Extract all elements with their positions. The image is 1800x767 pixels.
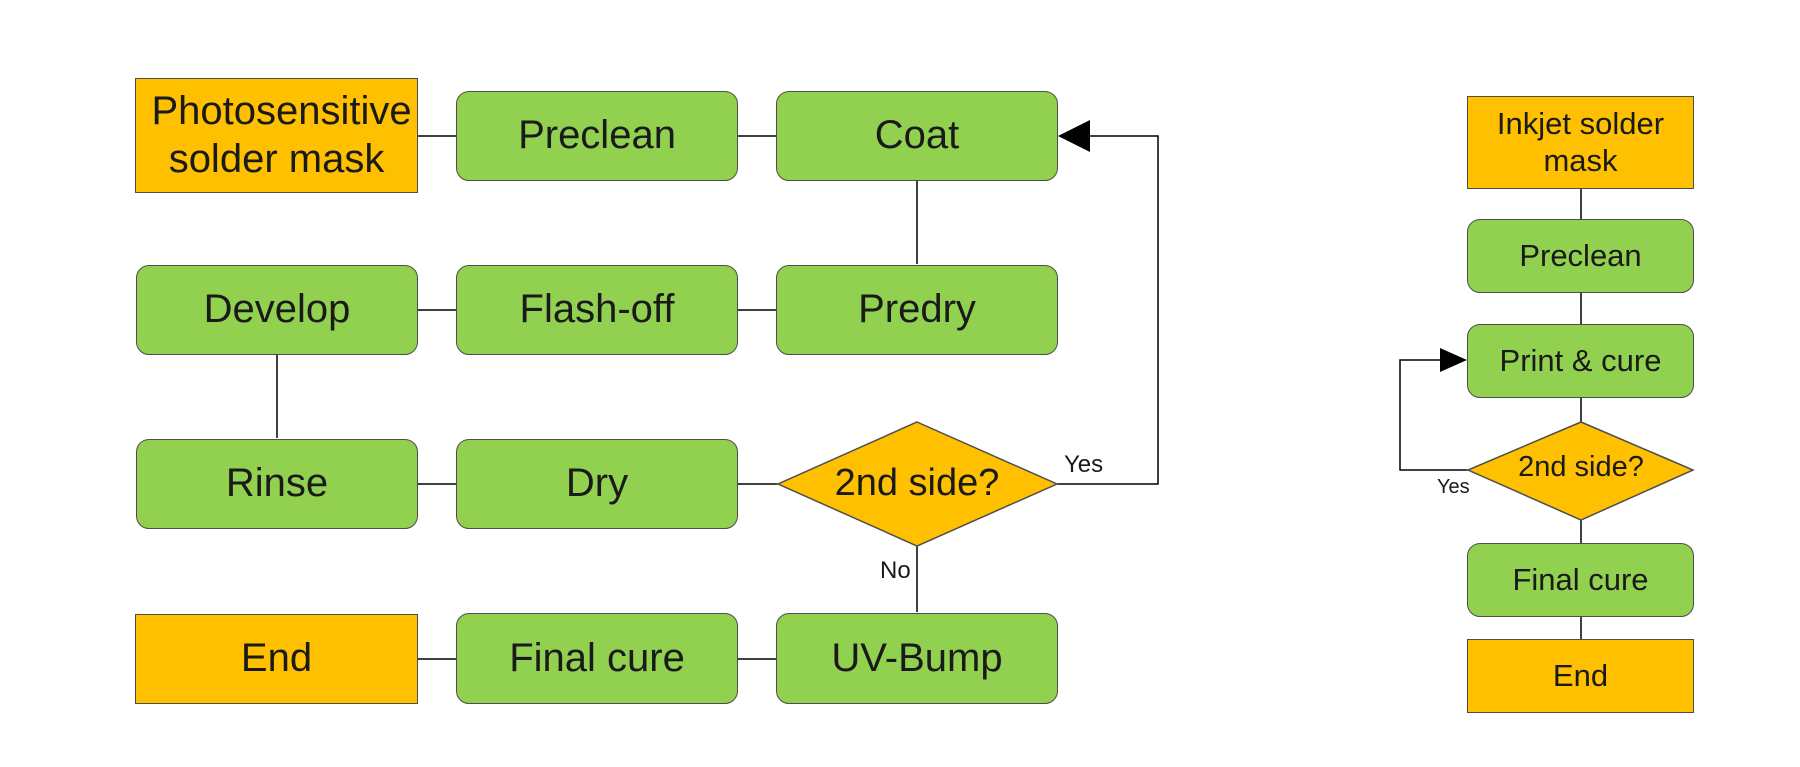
step-predry: Predry xyxy=(776,265,1058,355)
arrowhead-print xyxy=(1440,348,1467,372)
connector2-yes-loop xyxy=(1399,359,1468,471)
step-flash-off-label: Flash-off xyxy=(519,287,675,332)
decision-2nd-side-label: 2nd side? xyxy=(834,462,1000,504)
step-preclean: Preclean xyxy=(456,91,738,181)
step-uv-bump: UV-Bump xyxy=(776,613,1058,704)
step-coat-label: Coat xyxy=(874,113,960,158)
step-develop: Develop xyxy=(136,265,418,355)
start-photosensitive-label: Photosensitive solder mask xyxy=(151,89,412,181)
decision-diamond-shape-2 xyxy=(1466,421,1695,521)
step-rinse: Rinse xyxy=(136,439,418,529)
step2-final-cure-label: Final cure xyxy=(1512,561,1649,597)
step2-preclean: Preclean xyxy=(1467,219,1694,293)
arrowhead-coat xyxy=(1058,120,1090,152)
step2-print-cure-label: Print & cure xyxy=(1499,342,1662,378)
end2-terminal-label: End xyxy=(1552,657,1609,693)
step-flash-off: Flash-off xyxy=(456,265,738,355)
end-terminal-label: End xyxy=(240,636,313,681)
end-terminal: End xyxy=(135,614,418,704)
step-preclean-label: Preclean xyxy=(518,113,676,158)
no-label: No xyxy=(880,557,911,584)
step-dry-label: Dry xyxy=(565,461,629,506)
start-inkjet-label: Inkjet solder mask xyxy=(1496,105,1665,178)
start-inkjet: Inkjet solder mask xyxy=(1467,96,1694,189)
step-predry-label: Predry xyxy=(858,287,976,332)
decision2-2nd-side-label: 2nd side? xyxy=(1518,451,1644,483)
yes-label: Yes xyxy=(1064,451,1104,478)
decision-diamond-shape-1 xyxy=(776,421,1059,547)
step-uv-bump-label: UV-Bump xyxy=(831,635,1003,680)
start-photosensitive: Photosensitive solder mask xyxy=(135,78,418,193)
step-final-cure-label: Final cure xyxy=(509,635,685,680)
end2-terminal: End xyxy=(1467,639,1694,713)
step-develop-label: Develop xyxy=(203,287,351,332)
step-final-cure: Final cure xyxy=(456,613,738,704)
step2-final-cure: Final cure xyxy=(1467,543,1694,617)
step2-print-cure: Print & cure xyxy=(1467,324,1694,398)
step-dry: Dry xyxy=(456,439,738,529)
decision2-2nd-side: 2nd side? xyxy=(1490,451,1672,484)
yes2-label: Yes xyxy=(1437,476,1470,498)
step2-preclean-label: Preclean xyxy=(1519,237,1642,273)
connector-yes-loop xyxy=(1057,135,1159,485)
step-rinse-label: Rinse xyxy=(225,461,329,506)
decision-2nd-side: 2nd side? xyxy=(807,462,1027,505)
step-coat: Coat xyxy=(776,91,1058,181)
